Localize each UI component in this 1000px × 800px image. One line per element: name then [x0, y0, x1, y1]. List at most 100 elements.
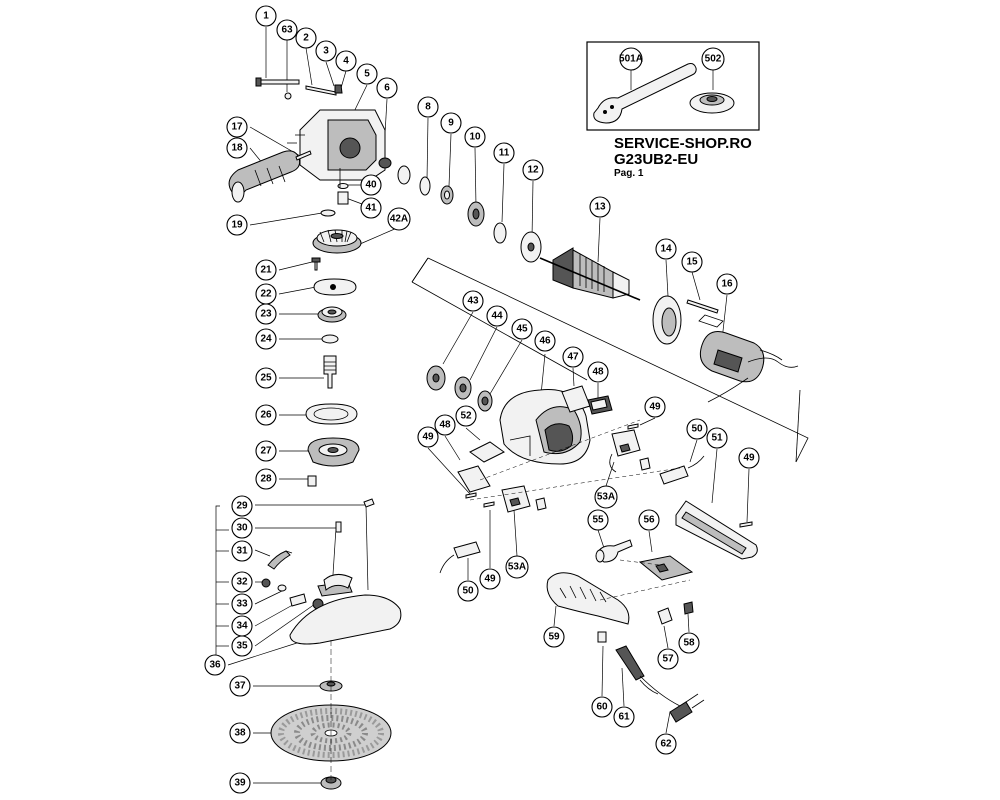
- callout-circle: [462, 290, 484, 312]
- callout-label: 14: [660, 244, 672, 255]
- callout-42a: 42A: [387, 207, 411, 231]
- callout-58: 58: [678, 632, 700, 654]
- callout-circle: [486, 305, 508, 327]
- callout-13: 13: [589, 196, 611, 218]
- callout-16: 16: [716, 273, 738, 295]
- callout-34: 34: [231, 615, 253, 637]
- title-block: SERVICE-SHOP.RO G23UB2-EU Pag. 1: [614, 136, 752, 180]
- callout-circle: [231, 495, 253, 517]
- callout-label: 50: [691, 424, 703, 435]
- callout-circle: [255, 259, 277, 281]
- callout-label: 16: [721, 279, 733, 290]
- callout-label: 57: [662, 654, 674, 665]
- callout-circle: [387, 207, 411, 231]
- callout-circle: [229, 675, 251, 697]
- callout-label: 12: [527, 165, 539, 176]
- callout-label: 25: [260, 373, 272, 384]
- callout-62: 62: [655, 733, 677, 755]
- callout-label: 39: [234, 778, 246, 789]
- callout-circle: [226, 214, 248, 236]
- callout-21: 21: [255, 259, 277, 281]
- callout-label: 30: [236, 523, 248, 534]
- callout-circle: [716, 273, 738, 295]
- callout-circle: [543, 626, 565, 648]
- callout-39: 39: [229, 772, 251, 794]
- callout-label: 42A: [390, 214, 408, 225]
- callout-label: 36: [209, 660, 221, 671]
- callout-32: 32: [231, 571, 253, 593]
- callout-57: 57: [657, 648, 679, 670]
- callout-label: 58: [683, 638, 695, 649]
- callout-circle: [686, 418, 708, 440]
- callout-circle: [657, 648, 679, 670]
- callout-8: 8: [417, 96, 439, 118]
- motor-assembly: [411, 217, 809, 463]
- callout-4: 4: [335, 50, 357, 72]
- callout-label: 49: [743, 453, 755, 464]
- callout-43: 43: [462, 290, 484, 312]
- callout-label: 502: [705, 54, 722, 65]
- callout-label: 41: [365, 203, 377, 214]
- callout-label: 53A: [508, 562, 526, 573]
- callout-label: 501A: [619, 54, 643, 65]
- callout-label: 59: [548, 632, 560, 643]
- callout-label: 19: [231, 220, 243, 231]
- callout-label: 3: [323, 46, 329, 57]
- callout-circle: [360, 197, 382, 219]
- callout-49: 49: [479, 568, 501, 590]
- callout-9: 9: [440, 112, 462, 134]
- callout-circle: [493, 142, 515, 164]
- callout-circle: [522, 159, 544, 181]
- callout-label: 28: [260, 474, 272, 485]
- callout-label: 49: [484, 574, 496, 585]
- callout-label: 24: [260, 334, 272, 345]
- callout-11: 11: [493, 142, 515, 164]
- callout-label: 61: [618, 712, 630, 723]
- callout-circle: [587, 361, 609, 383]
- callout-label: 26: [260, 410, 272, 421]
- armature-bearings: [397, 117, 542, 263]
- callout-49: 49: [738, 447, 760, 469]
- callout-label: 48: [592, 367, 604, 378]
- callout-3: 3: [315, 40, 337, 62]
- callout-circle: [335, 50, 357, 72]
- flange-nut: [689, 92, 735, 114]
- callout-5: 5: [356, 63, 378, 85]
- callout-51: 51: [706, 427, 728, 449]
- callout-label: 49: [649, 402, 661, 413]
- callout-circle: [562, 346, 584, 368]
- callout-label: 46: [539, 336, 551, 347]
- callout-48: 48: [434, 414, 456, 436]
- callout-circle: [356, 63, 378, 85]
- callout-63: 63: [276, 19, 298, 41]
- callout-60: 60: [591, 696, 613, 718]
- callout-38: 38: [229, 722, 251, 744]
- callout-2: 2: [295, 27, 317, 49]
- callout-50: 50: [457, 580, 479, 602]
- callout-36: 36: [204, 654, 226, 676]
- callout-circle: [376, 77, 398, 99]
- callout-23: 23: [255, 303, 277, 325]
- callout-29: 29: [231, 495, 253, 517]
- callout-label: 17: [231, 122, 243, 133]
- callout-label: 32: [236, 577, 248, 588]
- callout-circle: [644, 396, 666, 418]
- callout-label: 5: [364, 69, 370, 80]
- callout-35: 35: [231, 635, 253, 657]
- callout-circle: [464, 126, 486, 148]
- callout-label: 45: [516, 324, 528, 335]
- callout-label: 48: [439, 420, 451, 431]
- callout-24: 24: [255, 328, 277, 350]
- callout-circle: [295, 27, 317, 49]
- callout-31: 31: [231, 540, 253, 562]
- model-number: G23UB2-EU: [614, 151, 699, 168]
- callout-label: 49: [422, 432, 434, 443]
- callout-37: 37: [229, 675, 251, 697]
- callout-circle: [229, 772, 251, 794]
- callout-circle: [204, 654, 226, 676]
- callout-46: 46: [534, 330, 556, 352]
- page-number: Pag. 1: [614, 168, 644, 179]
- callout-28: 28: [255, 468, 277, 490]
- callout-circle: [701, 47, 725, 71]
- callout-circle: [231, 593, 253, 615]
